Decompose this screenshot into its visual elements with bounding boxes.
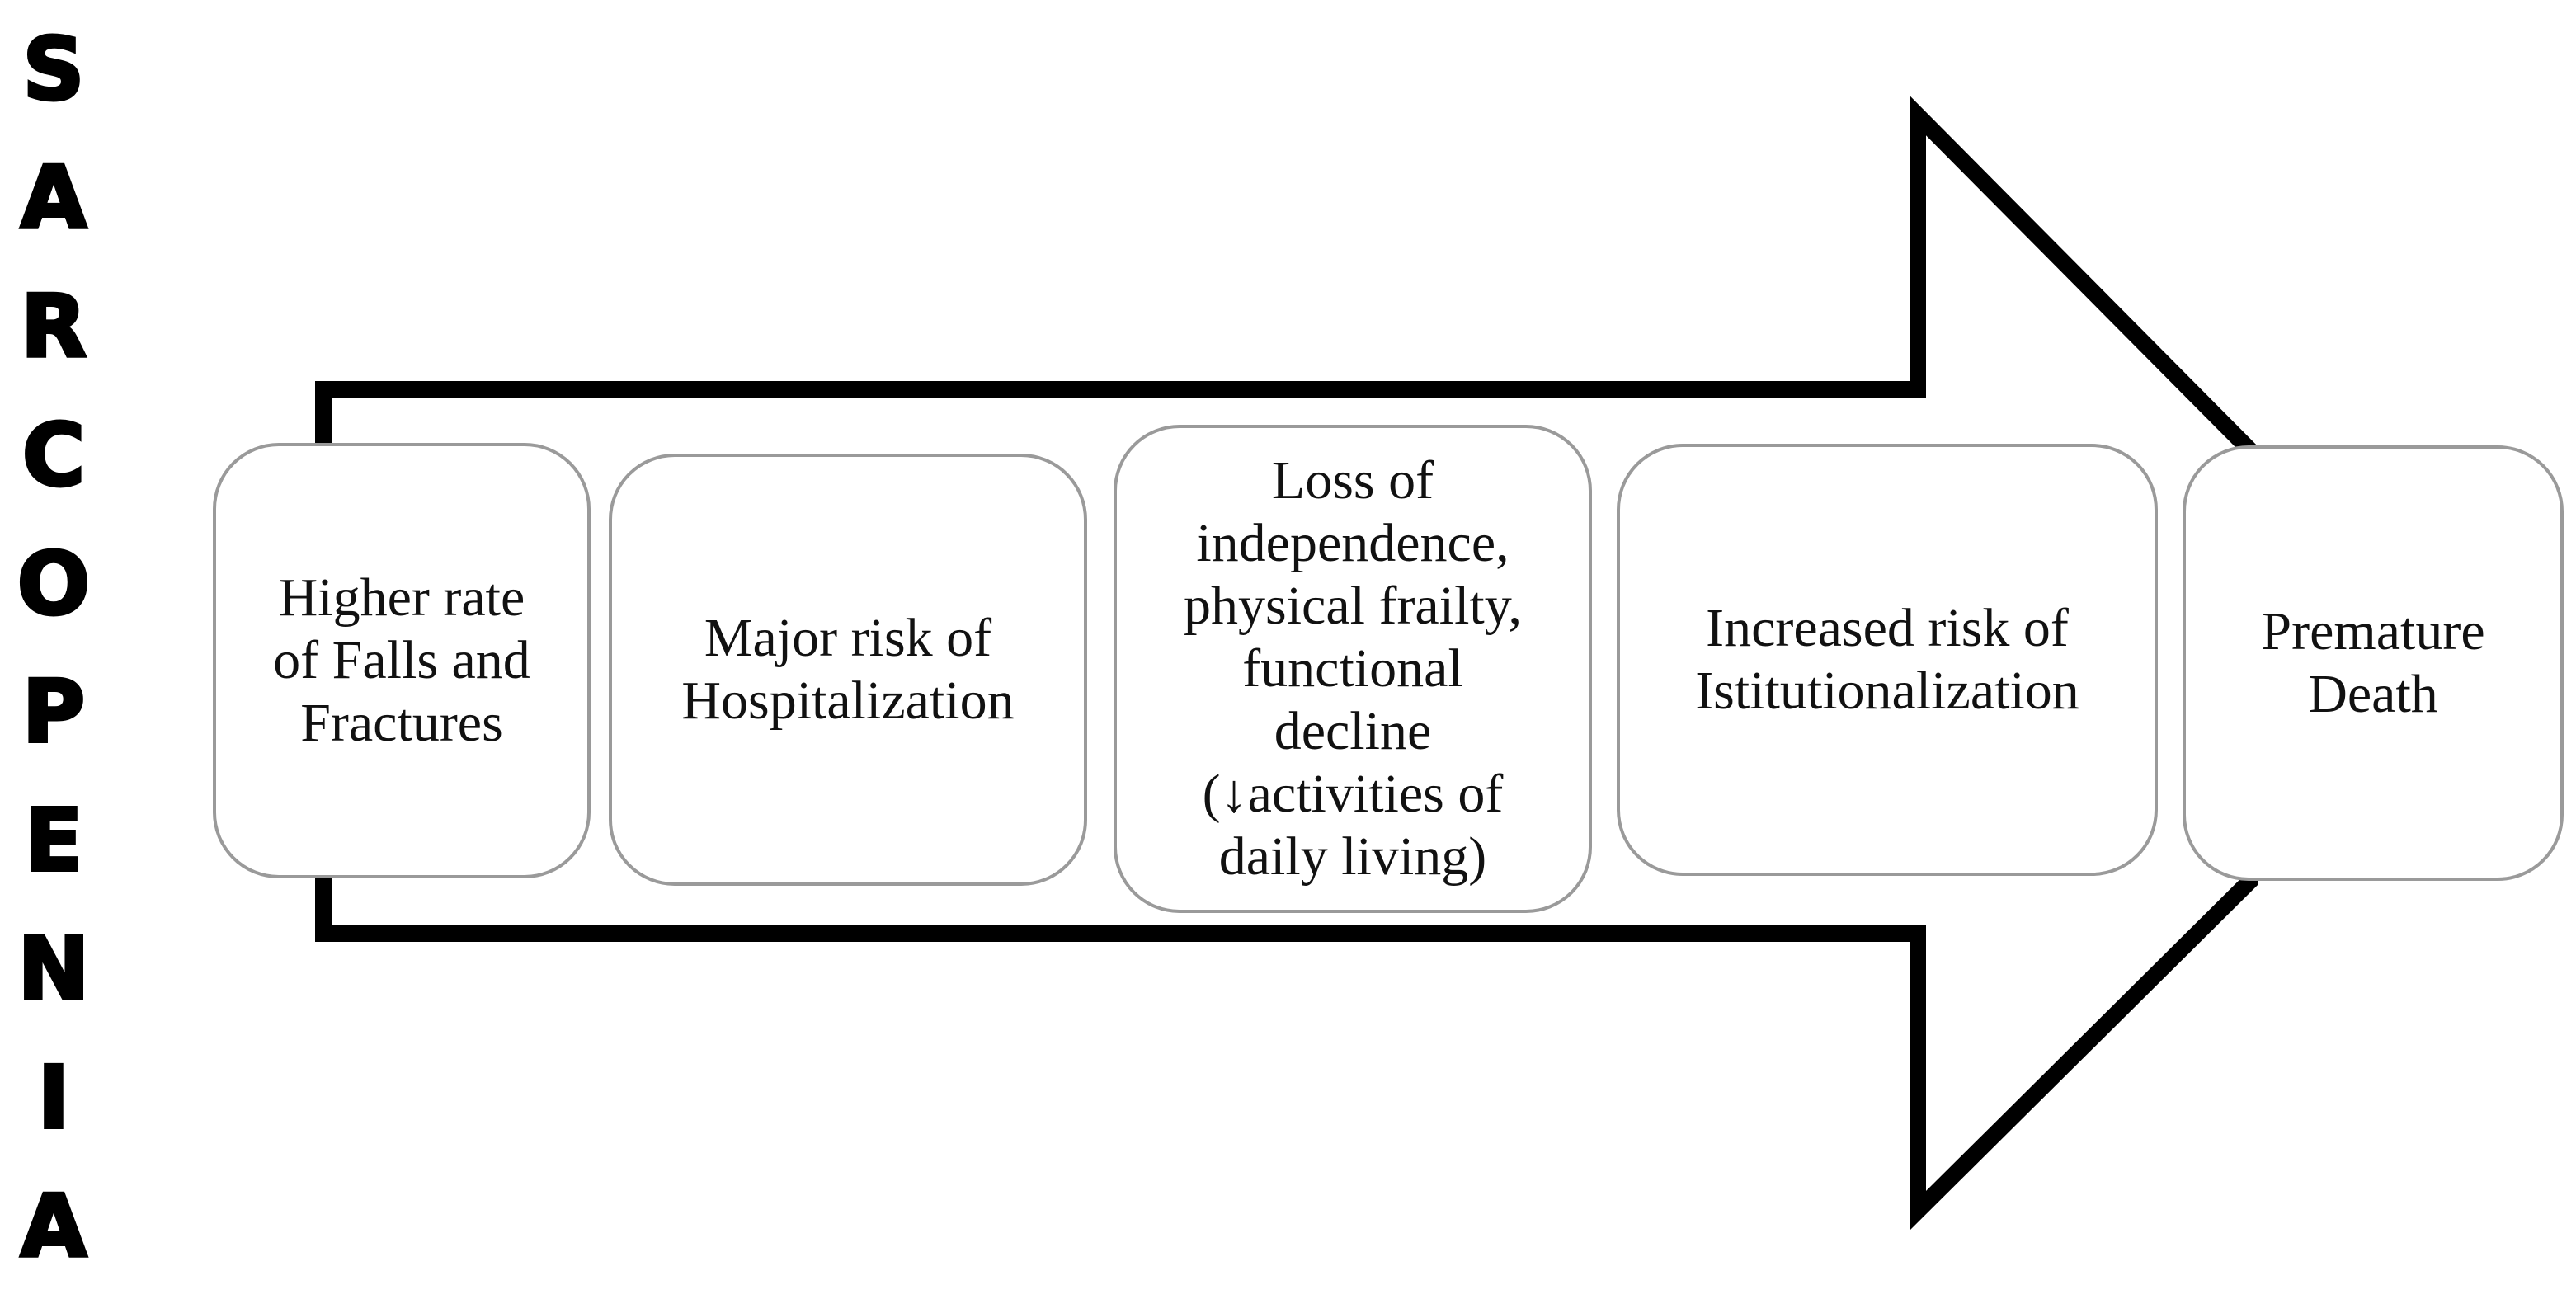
title-letter: A <box>19 147 88 248</box>
box-label: Higher rate of Falls and Fractures <box>273 567 530 753</box>
box-premature-death: Premature Death <box>2183 445 2564 881</box>
title-letter: R <box>19 275 88 377</box>
title-letter: E <box>22 790 84 892</box>
box-falls-fractures: Higher rate of Falls and Fractures <box>213 443 591 878</box>
title-letter: S <box>21 18 87 120</box>
box-institutionalization: Increased risk of Istitutionalization <box>1617 444 2158 876</box>
box-label: Premature Death <box>2261 601 2485 724</box>
box-label: Increased risk of Istitutionalization <box>1695 598 2079 721</box>
title-letter: P <box>21 661 87 763</box>
box-label: Major risk of Hospitalization <box>681 608 1015 731</box>
box-hospitalization: Major risk of Hospitalization <box>609 454 1087 886</box>
title-letter: O <box>16 533 92 634</box>
title-letter: N <box>16 919 91 1020</box>
box-label: Loss of independence, physical frailty, … <box>1184 450 1522 887</box>
sarcopenia-vertical-title: S A R C O P E N I A <box>8 0 99 1299</box>
title-letter: I <box>36 1047 72 1149</box>
title-letter: C <box>21 404 87 506</box>
box-loss-of-independence: Loss of independence, physical frailty, … <box>1114 425 1592 913</box>
title-letter: A <box>19 1175 88 1277</box>
